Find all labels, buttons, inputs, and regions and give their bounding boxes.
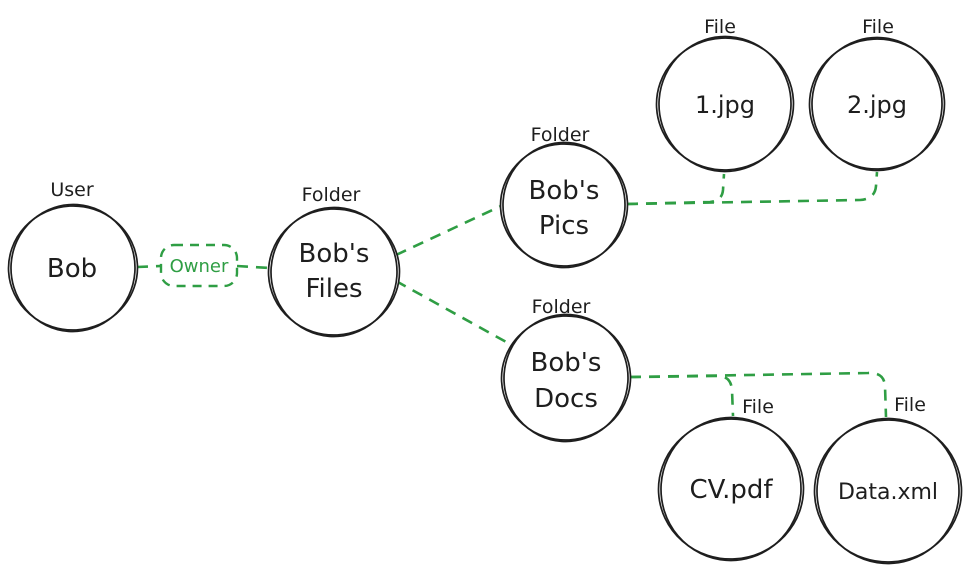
node-bobs-pics: Folder Bob's Pics: [499, 124, 629, 269]
node-type-label: Folder: [532, 296, 591, 318]
node-type-label: File: [704, 16, 736, 38]
edge-pics-2jpg: [626, 171, 879, 206]
edge-files-pics: [395, 204, 502, 257]
node-circle-overdraw: [816, 417, 960, 565]
node-label-line2: Docs: [534, 384, 598, 414]
node-circle: [813, 419, 963, 563]
node-circle-overdraw: [660, 416, 802, 562]
node-label: 1.jpg: [695, 91, 755, 119]
owner-label: Owner: [170, 256, 229, 277]
node-label: CV.pdf: [689, 475, 773, 505]
edge-docs-cvpdf: [629, 374, 735, 417]
node-cvpdf: File CV.pdf: [657, 396, 805, 562]
node-label-line1: Bob's: [529, 176, 600, 206]
node-bobs-files: Folder Bob's Files: [267, 184, 401, 338]
node-circle: [267, 208, 401, 336]
node-dataxml: File Data.xml: [813, 394, 963, 565]
edge-files-docs: [395, 279, 509, 345]
node-label-line1: Bob's: [299, 239, 370, 269]
node-circle-overdraw: [658, 35, 792, 173]
node-type-label: File: [862, 16, 894, 38]
node-circle-overdraw: [502, 141, 626, 269]
edges: [136, 171, 888, 418]
node-label: Data.xml: [838, 480, 938, 505]
edge-pics-1jpg: [626, 173, 726, 206]
node-label-line1: Bob's: [531, 348, 602, 378]
node-1jpg: File 1.jpg: [655, 16, 795, 173]
node-circle: [808, 38, 946, 170]
edge-label-owner: Owner: [159, 243, 239, 288]
node-circle-overdraw: [811, 36, 943, 172]
node-circle-overdraw: [270, 206, 398, 338]
edge-docs-dataxml: [629, 371, 888, 418]
node-circle: [655, 37, 795, 171]
owner-pill-border: [159, 243, 239, 288]
edge-bob-owner: [136, 264, 162, 269]
node-label-line2: Pics: [539, 211, 589, 241]
node-type-label: User: [50, 179, 93, 201]
edge-owner-files: [236, 264, 271, 270]
node-type-label: Folder: [302, 184, 361, 206]
node-circle-overdraw: [10, 203, 136, 333]
node-circle: [657, 418, 805, 560]
node-circle: [499, 143, 629, 267]
node-bobs-docs: Folder Bob's Docs: [500, 296, 632, 443]
node-circle-overdraw: [503, 313, 629, 443]
node-type-label: Folder: [531, 124, 590, 146]
node-label-line2: Files: [305, 274, 362, 304]
node-type-label: File: [742, 396, 774, 418]
node-bob: User Bob: [7, 179, 139, 333]
node-2jpg: File 2.jpg: [808, 16, 946, 172]
node-circle: [7, 205, 139, 331]
node-label: Bob: [47, 254, 97, 284]
node-type-label: File: [894, 394, 926, 416]
node-label: 2.jpg: [847, 91, 907, 119]
node-circle: [500, 315, 632, 441]
